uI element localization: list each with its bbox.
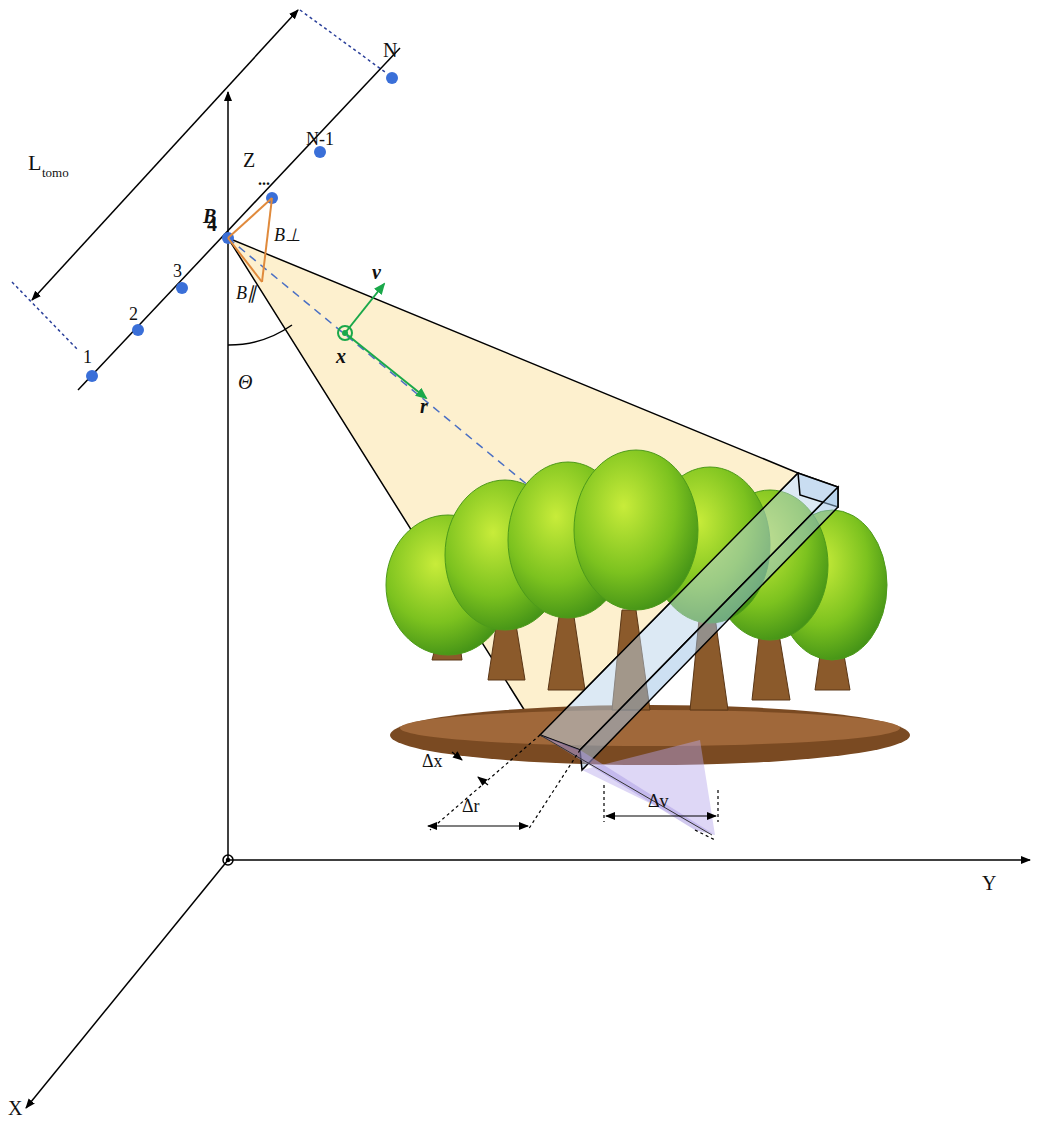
diagram-label: r — [420, 396, 428, 416]
diagram-label: B⊥ — [274, 226, 301, 244]
diagram-label: Z — [243, 150, 255, 170]
diagram-label: X — [8, 1098, 22, 1118]
diagram-label: Θ — [238, 372, 252, 392]
diagram-label: L — [28, 152, 41, 174]
diagram-label: B∥ — [236, 284, 256, 302]
diagram-label: v — [372, 262, 381, 282]
resolution-cell — [540, 473, 838, 835]
beam-cone — [228, 238, 798, 735]
diagram-label: 2 — [129, 305, 138, 323]
diagram-label: Δv — [648, 792, 669, 810]
aperture-dimension — [12, 10, 385, 350]
cell-dimensions — [428, 735, 718, 840]
axes — [26, 92, 1030, 1108]
diagram-label: N — [383, 40, 397, 60]
diagram-label: Δr — [462, 797, 480, 815]
diagram-label: 3 — [173, 262, 182, 280]
diagram-label: 1 — [83, 348, 92, 366]
diagram-label: Y — [982, 873, 996, 893]
diagram-label: 4 — [207, 214, 217, 234]
diagram-label: Δx — [422, 752, 443, 770]
diagram-label: x — [336, 346, 346, 366]
diagram-label: tomo — [42, 166, 69, 179]
diagram-label: N-1 — [306, 130, 334, 148]
local-axes — [338, 284, 426, 398]
diagram-label: ... — [258, 172, 270, 188]
